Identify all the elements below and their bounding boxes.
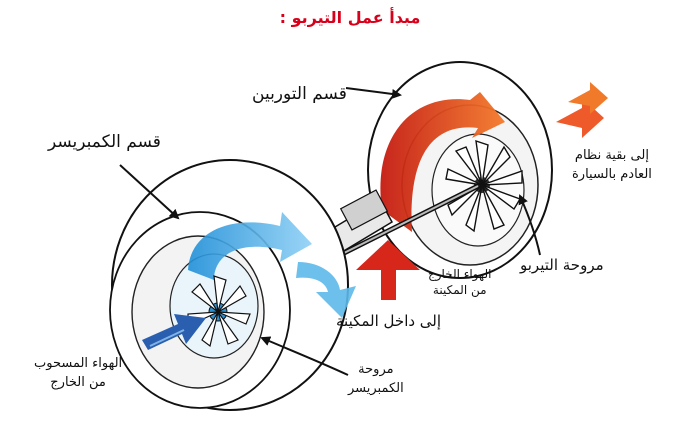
turbine-section-label: قسم التوربين bbox=[252, 84, 347, 104]
compressed-air-flow bbox=[188, 212, 356, 318]
exhaust-out-line-1: إلى بقية نظام bbox=[574, 148, 649, 163]
air-in-label: الهواء المسحوب من الخارج bbox=[34, 354, 122, 392]
turbo-fan-label: مروحة التيربو bbox=[520, 256, 604, 274]
to-engine-label: إلى داخل المكينة bbox=[336, 312, 442, 330]
page-title: مبدأ عمل التيربو : bbox=[279, 8, 421, 27]
compressor-fan-line-1: مروحة bbox=[358, 362, 394, 377]
intake-flow bbox=[142, 314, 206, 350]
leader-lines bbox=[119, 87, 541, 376]
compressor-fan-label: مروحة الكمبريسر bbox=[348, 360, 404, 398]
compressor-section-label: قسم الكمبريسر bbox=[48, 132, 161, 152]
air-in-line-1: الهواء المسحوب bbox=[34, 356, 123, 371]
exhaust-out-line-2: العادم بالسيارة bbox=[572, 167, 652, 182]
compressor-fan-line-2: الكمبريسر bbox=[348, 381, 404, 396]
exhaust-out-label: إلى بقية نظام العادم بالسيارة bbox=[572, 146, 652, 184]
exhaust-in-line-2: من المكينة bbox=[432, 283, 487, 297]
compressor-housing bbox=[109, 159, 349, 411]
exhaust-in-line-1: الهواء الخارج bbox=[428, 267, 492, 281]
exhaust-flow bbox=[356, 82, 608, 300]
air-in-line-2: من الخارج bbox=[50, 375, 106, 390]
exhaust-in-label: الهواء الخارج من المكينة bbox=[428, 266, 491, 298]
